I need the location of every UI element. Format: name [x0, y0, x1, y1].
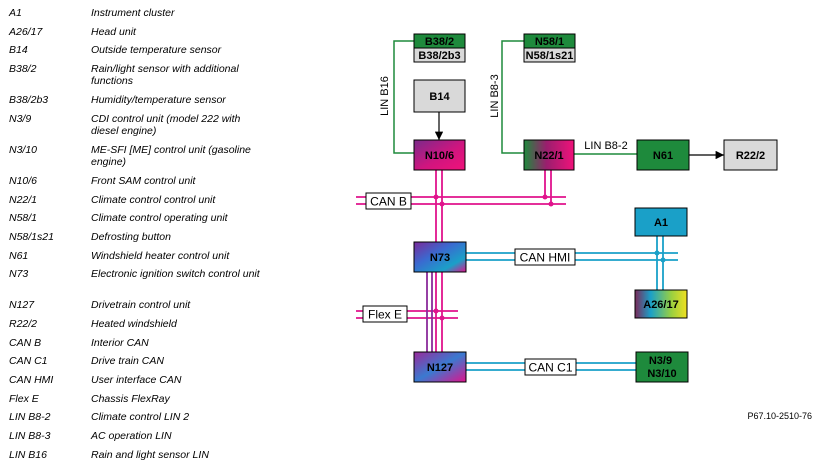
a1-label: A1: [654, 217, 668, 229]
legend-code: B14: [9, 44, 28, 56]
can-b-junctions: [433, 194, 554, 207]
document-code: P67.10-2510-76: [747, 411, 812, 421]
can-topology-diagram: LIN B16 LIN B8-3 LIN B8-2: [356, 33, 778, 383]
legend-description: Head unit: [91, 26, 136, 38]
legend-description: Outside temperature sensor: [91, 44, 222, 56]
legend-code: N127: [9, 299, 35, 311]
n58-1-label: N58/1: [535, 36, 564, 48]
r22-2-box: R22/2: [723, 139, 778, 171]
lin-b8-3-label: LIN B8-3: [489, 74, 501, 117]
r22-2-label: R22/2: [736, 150, 765, 162]
legend-code: N22/1: [9, 194, 38, 206]
flex-e-junctions: [433, 308, 445, 321]
legend-description: Climate control operating unit: [91, 212, 228, 224]
legend-description: Chassis FlexRay: [91, 393, 170, 405]
can-c1-label-box: CAN C1: [524, 358, 577, 376]
legend-code: CAN B: [9, 337, 42, 349]
b38-2-box: B38/2: [413, 33, 466, 49]
legend-description: Heated windshield: [91, 318, 177, 330]
legend-code: LIN B16: [9, 449, 47, 461]
legend-code: N73: [9, 268, 29, 280]
a1-box: A1: [634, 207, 688, 237]
can-hmi-label: CAN HMI: [520, 251, 571, 265]
a26-17-label: A26/17: [643, 299, 678, 311]
legend-code: A1: [9, 7, 22, 19]
legend-description: Interior CAN: [91, 337, 149, 349]
legend-description: Front SAM control unit: [91, 175, 196, 187]
legend-description: Climate control LIN 2: [91, 411, 190, 423]
lin-b16-wire: [393, 40, 414, 154]
legend-code: N3/10: [9, 144, 38, 156]
legend-description: ME-SFI [ME] control unit (gasoline engin…: [91, 144, 251, 168]
legend-code: B38/2b3: [9, 94, 49, 106]
legend-description: Humidity/temperature sensor: [91, 94, 226, 106]
b14-box: B14: [413, 79, 466, 113]
can-c1-label: CAN C1: [528, 361, 572, 375]
legend-description: Rain and light sensor LIN: [91, 449, 209, 461]
legend-code: R22/2: [9, 318, 38, 330]
n58-1s21-label: N58/1s21: [526, 50, 574, 62]
n10-6-box: N10/6: [413, 139, 466, 171]
n127-label: N127: [427, 362, 453, 374]
legend-code: CAN C1: [9, 355, 48, 367]
legend-code: CAN HMI: [9, 374, 54, 386]
can-hmi-label-box: CAN HMI: [514, 248, 576, 266]
legend-code: N61: [9, 250, 29, 262]
legend-code: N58/1: [9, 212, 38, 224]
legend-description: Drivetrain control unit: [91, 299, 191, 311]
legend-description: AC operation LIN: [91, 430, 172, 442]
flex-e-label: Flex E: [368, 308, 402, 322]
legend-description: Windshield heater control unit: [91, 250, 230, 262]
legend-description: Defrosting button: [91, 231, 171, 243]
legend-code: B38/2: [9, 63, 37, 75]
n61-label: N61: [653, 150, 673, 162]
b38-2b3-label: B38/2b3: [418, 50, 460, 62]
legend-code: Flex E: [9, 393, 39, 405]
n61-box: N61: [636, 139, 690, 171]
n58-1s21-box: N58/1s21: [523, 47, 576, 63]
can-b-label: CAN B: [370, 195, 407, 209]
legend-code: A26/17: [9, 26, 43, 38]
n22-1-label: N22/1: [534, 150, 563, 162]
n127-box: N127: [413, 351, 467, 383]
legend-description: Drive train CAN: [91, 355, 164, 367]
n73-label: N73: [430, 252, 450, 264]
legend-code: N58/1s21: [9, 231, 54, 243]
flex-e-label-box: Flex E: [362, 305, 408, 323]
can-b-label-box: CAN B: [365, 192, 412, 210]
b38-2-label: B38/2: [425, 36, 454, 48]
b38-2b3-box: B38/2b3: [413, 47, 466, 63]
lin-b8-3-wire: [501, 40, 524, 154]
n10-6-label: N10/6: [425, 150, 454, 162]
legend-code: LIN B8-2: [9, 411, 51, 423]
n3-box: N3/9 N3/10: [635, 351, 689, 383]
legend-description: Rain/light sensor with additional functi…: [91, 63, 239, 87]
a26-17-box: A26/17: [634, 289, 688, 319]
n58-1-box: N58/1: [523, 33, 576, 49]
b14-label: B14: [429, 91, 450, 103]
legend-code: LIN B8-3: [9, 430, 51, 442]
legend-description: Climate control control unit: [91, 194, 216, 206]
legend-code: N3/9: [9, 113, 32, 125]
n3-label: N3/9 N3/10: [647, 355, 676, 380]
legend-description: Instrument cluster: [91, 7, 175, 19]
n73-box: N73: [413, 241, 467, 273]
legend-description: CDI control unit (model 222 with diesel …: [91, 113, 241, 137]
legend-description: User interface CAN: [91, 374, 182, 386]
lin-b8-2-label: LIN B8-2: [584, 140, 627, 152]
lin-b16-label: LIN B16: [379, 76, 391, 116]
legend-code: N10/6: [9, 175, 38, 187]
can-hmi-junctions: [654, 250, 666, 263]
n22-1-box: N22/1: [523, 139, 575, 171]
legend-description: Electronic ignition switch control unit: [91, 268, 260, 280]
